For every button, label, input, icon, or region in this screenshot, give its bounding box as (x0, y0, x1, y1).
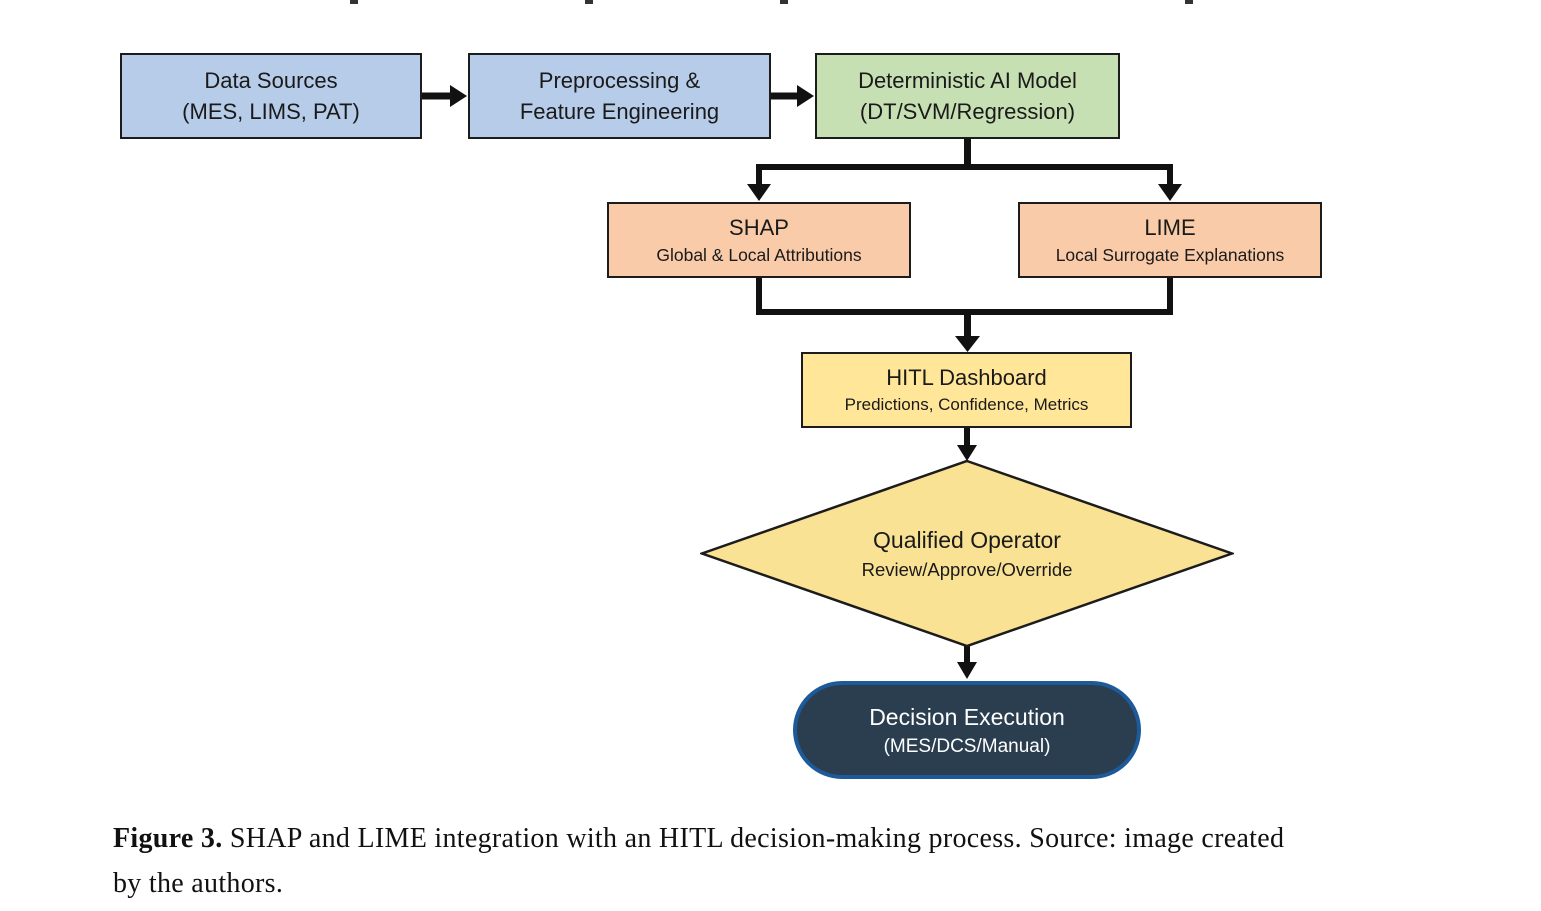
node-data-sources-line2: (MES, LIMS, PAT) (182, 99, 360, 124)
node-hitl-dashboard: HITL Dashboard Predictions, Confidence, … (801, 352, 1132, 428)
node-data-sources: Data Sources (MES, LIMS, PAT) (120, 53, 422, 139)
node-lime: LIME Local Surrogate Explanations (1018, 202, 1322, 278)
caption-figure-label: Figure 3. (113, 823, 223, 854)
node-hitl-subtitle: Predictions, Confidence, Metrics (844, 395, 1089, 414)
node-ai-model: Deterministic AI Model (DT/SVM/Regressio… (815, 53, 1120, 139)
node-operator-title: Qualified Operator (873, 526, 1061, 553)
decision-diamond-shape (700, 459, 1234, 648)
node-operator-subtitle: Review/Approve/Override (861, 558, 1073, 580)
cropped-text-remnant (1185, 0, 1193, 4)
node-lime-subtitle: Local Surrogate Explanations (1055, 245, 1285, 265)
node-preprocessing: Preprocessing & Feature Engineering (468, 53, 771, 139)
figure-caption: Figure 3. SHAP and LIME integration with… (113, 816, 1503, 906)
node-decision-subtitle: (MES/DCS/Manual) (883, 735, 1051, 757)
caption-line1: Figure 3. SHAP and LIME integration with… (113, 816, 1503, 861)
caption-line1-text: SHAP and LIME integration with an HITL d… (222, 823, 1285, 854)
connector-preprocessing-to-aimodel (771, 85, 814, 107)
node-qualified-operator: Qualified Operator Review/Approve/Overri… (700, 459, 1234, 648)
node-ai-model-line2: (DT/SVM/Regression) (859, 99, 1076, 124)
node-preprocessing-line2: Feature Engineering (519, 99, 720, 124)
node-decision-title: Decision Execution (869, 703, 1065, 730)
node-data-sources-line1: Data Sources (204, 68, 338, 93)
node-preprocessing-line1: Preprocessing & (538, 68, 701, 93)
cropped-text-remnant (780, 0, 788, 4)
node-ai-model-line1: Deterministic AI Model (858, 68, 1077, 93)
cropped-text-remnant (585, 0, 593, 4)
node-decision-execution: Decision Execution (MES/DCS/Manual) (793, 681, 1141, 779)
node-shap-title: SHAP (729, 215, 789, 240)
connector-aimodel-branch (747, 139, 1182, 201)
caption-line2: by the authors. (113, 868, 284, 899)
connector-datasources-to-preprocessing (422, 85, 467, 107)
node-shap-subtitle: Global & Local Attributions (656, 245, 862, 265)
node-hitl-title: HITL Dashboard (886, 365, 1047, 390)
connector-hitl-to-operator (957, 428, 977, 461)
node-lime-title: LIME (1144, 215, 1196, 240)
connector-operator-to-decision (957, 646, 977, 679)
node-shap: SHAP Global & Local Attributions (607, 202, 911, 278)
connector-merge-to-hitl (756, 278, 1173, 352)
cropped-text-remnant (350, 0, 358, 4)
